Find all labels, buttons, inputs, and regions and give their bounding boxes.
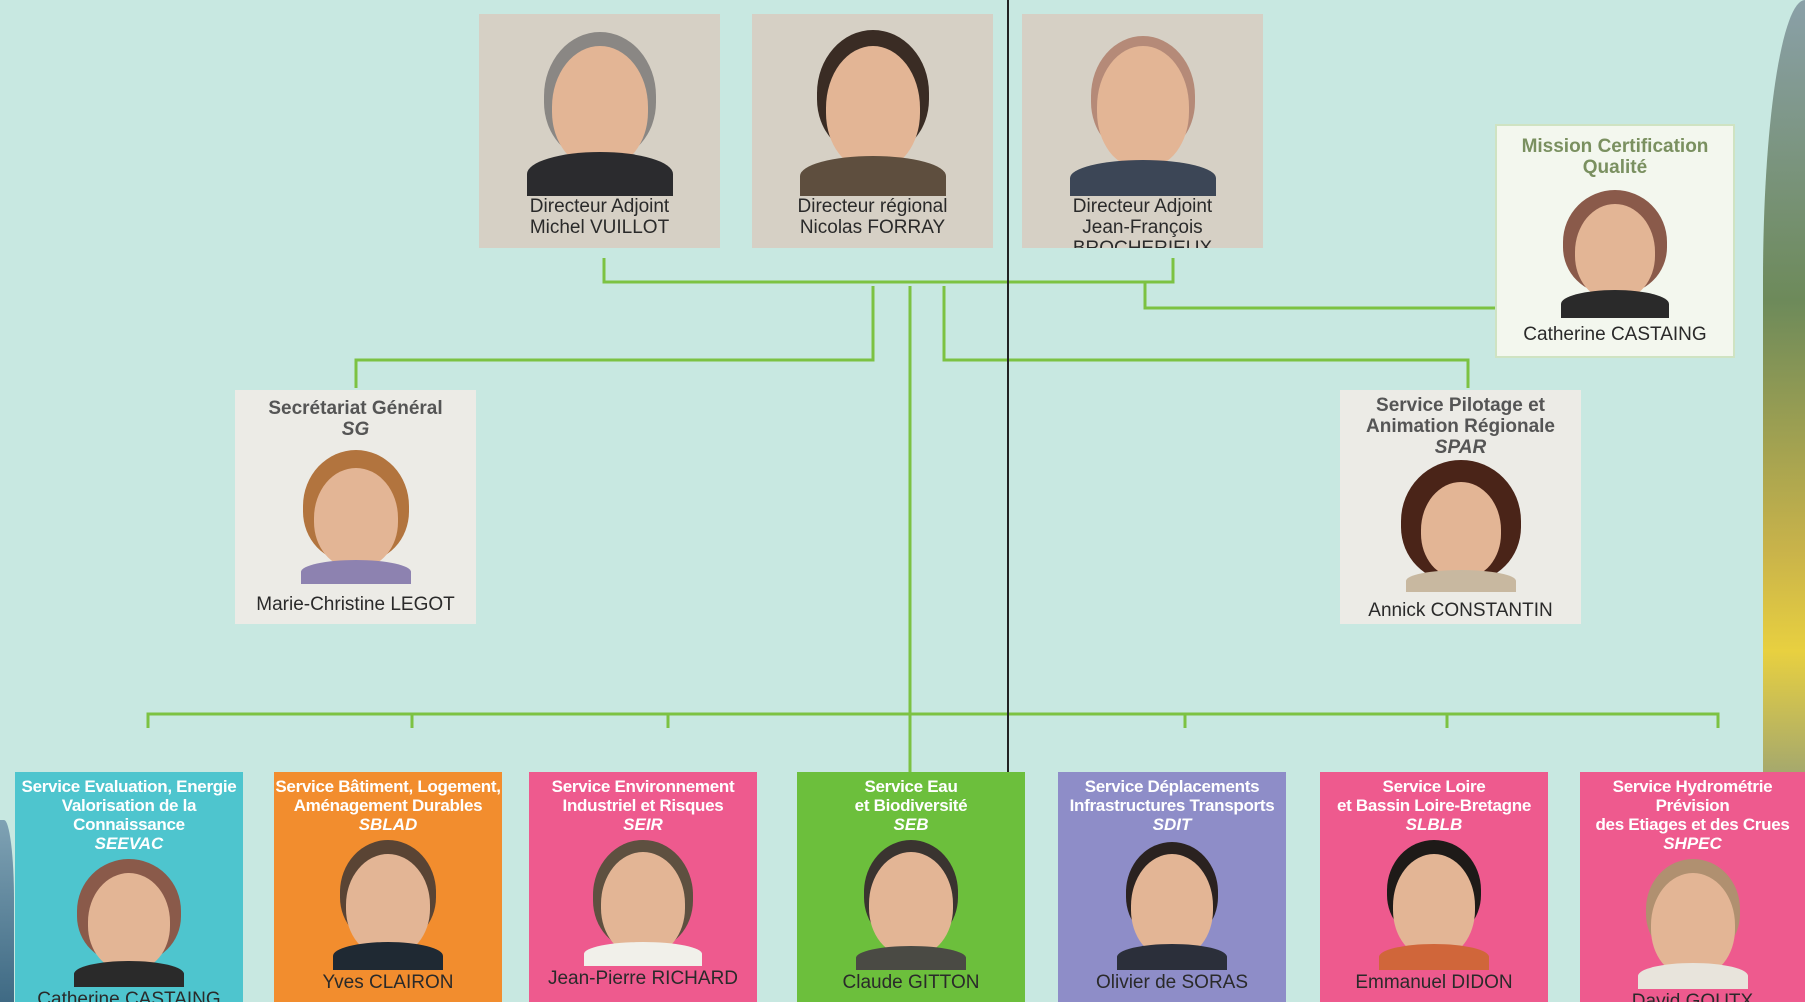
- spar-title: Service Pilotage et Animation Régionale: [1366, 395, 1555, 437]
- portrait-photo: [526, 22, 673, 196]
- service-head-name: Emmanuel DIDON: [1355, 972, 1513, 993]
- service-acronym: SEIR: [623, 815, 663, 834]
- service-card-sblad: Service Bâtiment, Logement, Aménagement …: [274, 772, 502, 1002]
- portrait-photo: [1117, 836, 1227, 970]
- service-head-name: Catherine CASTAING: [37, 989, 221, 1002]
- director-name: Nicolas FORRAY: [799, 217, 946, 238]
- service-card-seevac: Service Evaluation, Energie Valorisation…: [15, 772, 243, 1002]
- director-card-vuillot: Directeur Adjoint Michel VUILLOT: [479, 14, 720, 248]
- portrait-photo: [1561, 186, 1669, 318]
- secretariat-acronym: SG: [341, 419, 370, 440]
- service-card-sdit: Service Déplacements Infrastructures Tra…: [1058, 772, 1286, 1002]
- service-card-shpec: Service Hydrométrie Prévision des Etiage…: [1580, 772, 1805, 1002]
- director-role: Directeur régional: [797, 196, 948, 217]
- service-head-name: Claude GITTON: [842, 972, 980, 993]
- portrait-photo: [584, 836, 702, 966]
- connector-secretariat: [354, 286, 875, 388]
- spar-name: Annick CONSTANTIN: [1368, 600, 1553, 621]
- service-card-seb: Service Eau et Biodiversité SEB Claude G…: [797, 772, 1025, 1002]
- service-title: Service Déplacements Infrastructures Tra…: [1069, 777, 1275, 815]
- service-title: Service Bâtiment, Logement, Aménagement …: [275, 777, 501, 815]
- service-head-name: David GOUTX: [1631, 991, 1754, 1002]
- portrait-photo: [1069, 22, 1216, 196]
- director-card-forray: Directeur régional Nicolas FORRAY: [752, 14, 993, 248]
- secretariat-title: Secrétariat Général: [268, 398, 443, 419]
- secretariat-name: Marie-Christine LEGOT: [256, 594, 455, 615]
- service-acronym: SEEVAC: [94, 834, 164, 853]
- service-title: Service Environnement Industriel et Risq…: [551, 777, 735, 815]
- service-title: Service Loire et Bassin Loire-Bretagne: [1336, 777, 1532, 815]
- background-photo-edge-left: [0, 820, 14, 1002]
- director-role: Directeur Adjoint: [529, 196, 670, 217]
- mission-name: Catherine CASTAING: [1523, 324, 1707, 345]
- service-card-seir: Service Environnement Industriel et Risq…: [529, 772, 757, 1002]
- secretariat-general-card: Secrétariat Général SG Marie-Christine L…: [235, 390, 476, 624]
- connector-services-bus: [146, 712, 1720, 728]
- service-acronym: SDIT: [1152, 815, 1192, 834]
- connector-mission: [1143, 282, 1497, 310]
- mission-title: Mission Certification Qualité: [1521, 136, 1709, 178]
- director-role: Directeur Adjoint: [1072, 196, 1213, 217]
- service-acronym: SEB: [893, 815, 929, 834]
- portrait-photo: [1379, 836, 1489, 970]
- service-head-name: Olivier de SORAS: [1095, 972, 1249, 993]
- director-name: Jean-François BROCHERIEUX: [1073, 217, 1212, 248]
- portrait-photo: [1637, 855, 1748, 989]
- service-title: Service Hydrométrie Prévision des Etiage…: [1595, 777, 1790, 834]
- director-name: Michel VUILLOT: [529, 217, 670, 238]
- portrait-photo: [333, 836, 443, 970]
- service-head-name: Yves CLAIRON: [322, 972, 454, 993]
- portrait-photo: [300, 446, 411, 584]
- mission-certification-card: Mission Certification Qualité Catherine …: [1495, 124, 1735, 358]
- spar-card: Service Pilotage et Animation Régionale …: [1340, 390, 1581, 624]
- portrait-photo: [856, 836, 966, 970]
- connector-directors: [602, 258, 1175, 284]
- portrait-photo: [799, 22, 946, 196]
- service-title: Service Evaluation, Energie Valorisation…: [21, 777, 237, 834]
- service-title: Service Eau et Biodiversité: [854, 777, 968, 815]
- service-head-name: Jean-Pierre RICHARD: [547, 968, 739, 989]
- portrait-photo: [74, 855, 184, 987]
- service-card-slblb: Service Loire et Bassin Loire-Bretagne S…: [1320, 772, 1548, 1002]
- portrait-photo: [1400, 460, 1521, 592]
- service-acronym: SBLAD: [358, 815, 418, 834]
- service-acronym: SHPEC: [1663, 834, 1722, 853]
- connector-spar: [942, 286, 1470, 388]
- spar-acronym: SPAR: [1434, 437, 1487, 458]
- service-acronym: SLBLB: [1405, 815, 1463, 834]
- director-card-brocherieux: Directeur Adjoint Jean-François BROCHERI…: [1022, 14, 1263, 248]
